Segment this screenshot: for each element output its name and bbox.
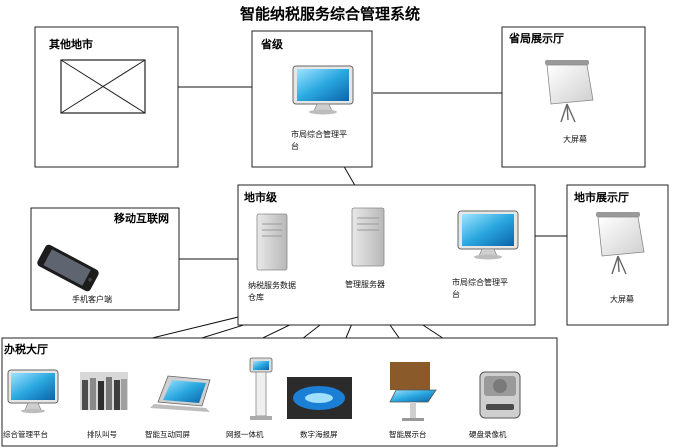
hall-monitor-icon <box>7 369 59 414</box>
management-server-label: 管理服务器 <box>345 279 385 289</box>
tax-hall-box: 办税大厅 <box>1 337 558 447</box>
city-screen-label: 大屏幕 <box>610 294 634 304</box>
city-hall-label: 地市展示厅 <box>574 190 629 204</box>
province-hall-label: 省局展示厅 <box>508 31 564 45</box>
hall-device-label-6: 智能展示台 <box>389 429 427 439</box>
city-label: 地市级 <box>244 190 278 204</box>
city-box: 地市级 纳税服务数据 仓库 管理服务器 市局综合管理平 台 <box>237 184 536 326</box>
province-platform-line1: 市局综合管理平 <box>291 129 347 139</box>
touch-table-icon <box>389 362 437 421</box>
hall-device-label-1: 综合管理平台 <box>3 429 48 439</box>
mobile-internet-label: 移动互联网 <box>114 211 169 225</box>
smartphone-icon <box>37 244 99 292</box>
hard-drive-recorder-icon <box>479 371 521 419</box>
city-platform-line2: 台 <box>452 289 460 299</box>
placeholder-image-icon <box>60 59 146 114</box>
diagram-title: 智能纳税服务综合管理系统 <box>240 5 420 23</box>
province-box: 省级 市局综合管理平 台 <box>251 30 373 168</box>
hall-device-label-5: 数字海报屏 <box>300 429 338 439</box>
province-label: 省级 <box>260 37 284 51</box>
province-platform-line2: 台 <box>291 141 299 151</box>
projector-screen-icon <box>545 60 594 123</box>
management-server-icon <box>351 207 385 267</box>
hall-device-label-3: 智能互动同屏 <box>145 429 190 439</box>
interactive-tablet-icon <box>150 375 211 412</box>
city-projector-screen-icon <box>596 212 645 275</box>
province-screen-label: 大屏幕 <box>563 134 587 144</box>
other-city-label: 其他地市 <box>49 37 93 51</box>
mobile-internet-box: 移动互联网 手机客户端 <box>30 207 180 311</box>
data-warehouse-line1: 纳税服务数据 <box>248 280 296 290</box>
city-monitor-icon <box>457 210 519 260</box>
other-city-box: 其他地市 <box>34 26 179 168</box>
tax-hall-label: 办税大厅 <box>4 342 48 356</box>
hall-device-label-7: 硬盘录像机 <box>469 429 507 439</box>
hall-device-label-4: 网报一体机 <box>226 429 264 439</box>
data-warehouse-line2: 仓库 <box>248 292 264 302</box>
phone-client-label: 手机客户端 <box>72 294 112 304</box>
province-hall-box: 省局展示厅 大屏幕 <box>501 26 646 168</box>
hall-device-label-2: 排队叫号 <box>87 429 117 439</box>
data-warehouse-server-icon <box>256 213 288 271</box>
queue-machine-icon <box>80 372 128 410</box>
monitor-icon <box>292 65 354 115</box>
city-platform-line1: 市局综合管理平 <box>452 277 508 287</box>
city-hall-box: 地市展示厅 大屏幕 <box>566 184 669 326</box>
tax-kiosk-icon <box>249 357 273 420</box>
digital-poster-screen-icon <box>287 377 352 419</box>
